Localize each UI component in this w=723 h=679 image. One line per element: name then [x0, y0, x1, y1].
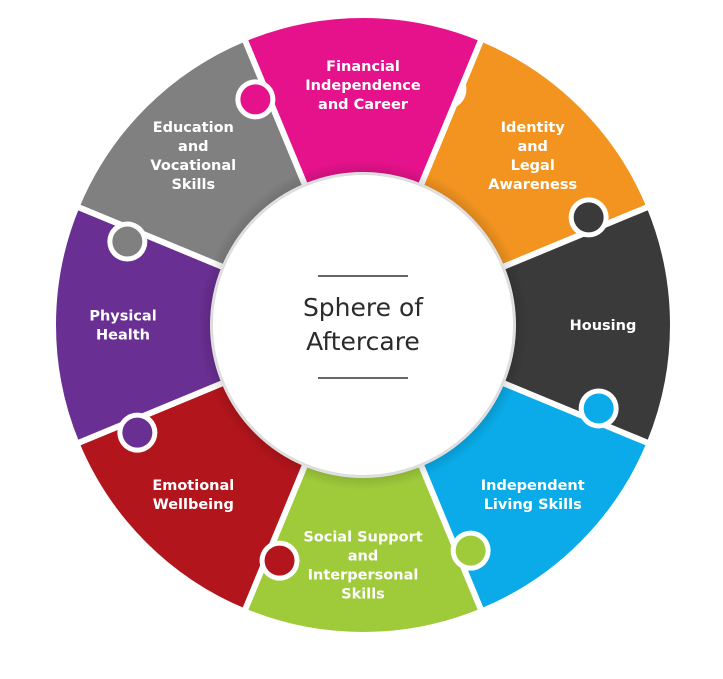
segment-label-identity-line-2: and [517, 139, 548, 155]
segment-label-social-support-line-1: Social Support [303, 530, 422, 546]
segment-label-financial-line-3: and Career [318, 97, 409, 113]
segment-label-independent-living-line-1: Independent [481, 478, 585, 494]
segment-label-emotional-line-2: Wellbeing [153, 497, 234, 513]
segment-label-identity-line-1: Identity [501, 120, 566, 136]
segment-financial-knob [240, 84, 271, 115]
segment-label-housing-line-1: Housing [570, 318, 637, 334]
segment-label-education-line-2: and [178, 139, 209, 155]
segment-education-knob [112, 226, 143, 257]
center-hub: Sphere of Aftercare [198, 160, 528, 490]
segment-label-social-support-line-3: Interpersonal [308, 568, 419, 584]
segment-label-financial-line-2: Independence [305, 78, 421, 94]
hub-circle [213, 175, 513, 475]
segment-label-education-line-1: Education [153, 120, 234, 136]
segment-housing-knob [573, 202, 604, 233]
hub-title-line-1: Sphere of [303, 293, 424, 322]
segment-label-emotional-line-1: Emotional [152, 478, 234, 494]
puzzle-segments [50, 12, 676, 638]
segment-social-support-knob [455, 535, 486, 566]
hub-title-line-2: Aftercare [306, 327, 420, 356]
segment-label-education-line-4: Skills [171, 177, 215, 193]
segment-label-social-support-line-4: Skills [341, 587, 385, 603]
segment-label-education-line-3: Vocational [150, 158, 236, 174]
segment-label-identity-line-4: Awareness [488, 177, 577, 193]
segment-label-physical-line-1: Physical [89, 309, 156, 325]
segment-label-housing: Housing [570, 318, 637, 334]
segment-independent-living-knob [583, 393, 614, 424]
segment-label-financial-line-1: Financial [326, 59, 400, 75]
segment-physical-knob [122, 417, 153, 448]
segment-label-identity-line-3: Legal [511, 158, 555, 174]
segment-label-independent-living-line-2: Living Skills [484, 497, 582, 513]
segment-emotional-knob [264, 545, 295, 576]
segment-label-physical-line-2: Health [96, 328, 150, 344]
segment-label-social-support-line-2: and [348, 549, 379, 565]
